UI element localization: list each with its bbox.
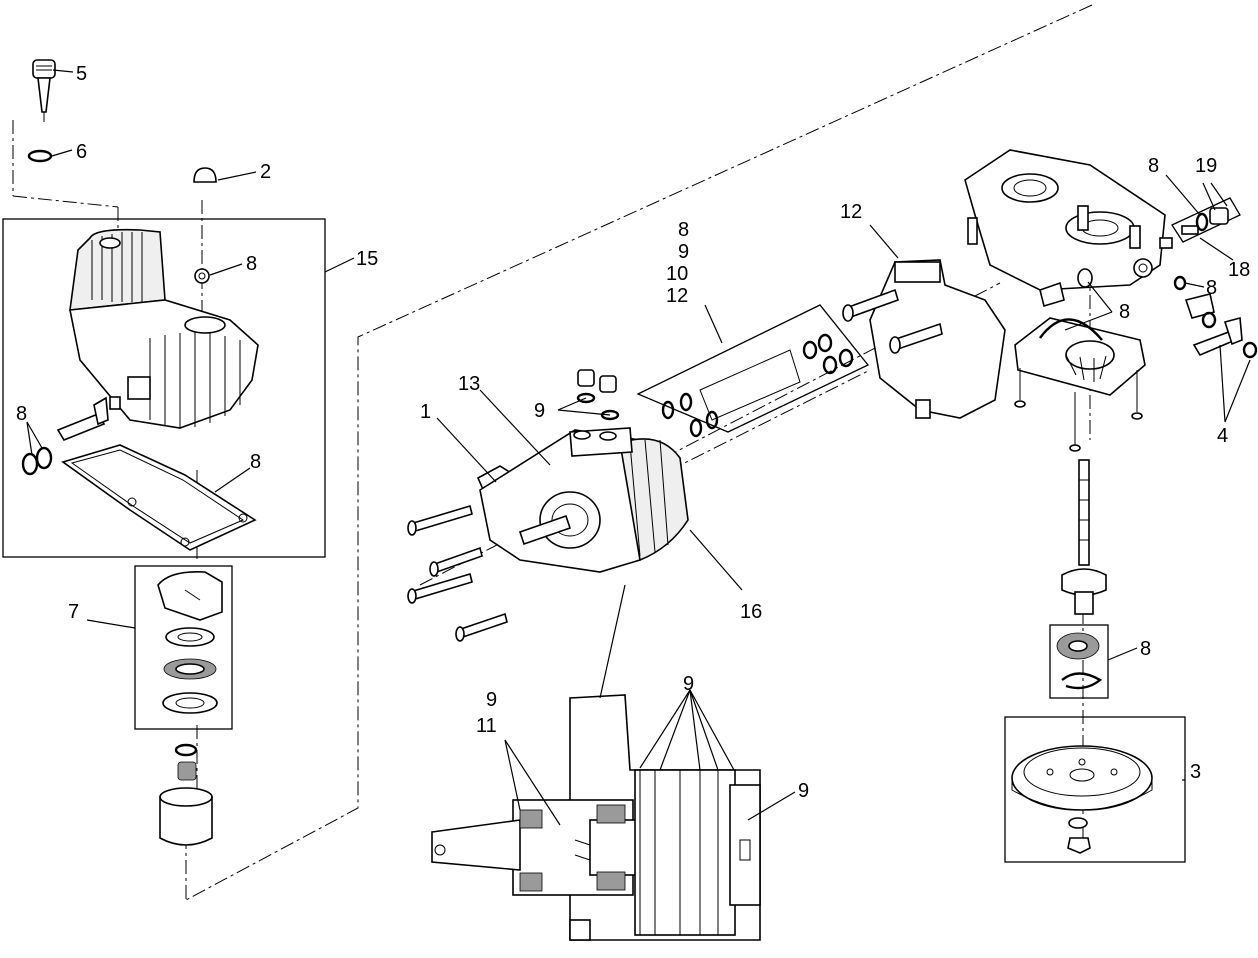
bearing-kit-part — [157, 570, 223, 714]
kit-box-3 — [1004, 716, 1186, 863]
housing-cover-part — [69, 228, 259, 429]
callout-label: 8 — [678, 219, 689, 241]
callout-label: 12 — [666, 285, 688, 307]
breather-vent-part — [32, 59, 56, 122]
callout-label: 10 — [666, 263, 688, 285]
center-section-part — [842, 259, 1006, 419]
o-ring-part — [27, 149, 53, 163]
seal-kit-part — [661, 333, 854, 438]
callout-label: 9 — [798, 780, 809, 802]
fitting-pair-part — [576, 369, 620, 421]
callout-label: 11 — [476, 715, 497, 737]
charge-pump-plate-part — [1014, 317, 1146, 452]
kit-box-7 — [134, 565, 233, 730]
callout-label: 2 — [260, 161, 271, 183]
gear-housing-part — [964, 149, 1166, 291]
output-shaft-part — [1061, 459, 1107, 615]
seal-pair-part — [21, 446, 53, 476]
callout-labels: 5 6 2 15 8 8 8 7 1 13 9 8 9 10 12 12 16 … — [16, 63, 1250, 802]
callout-label: 19 — [1195, 155, 1217, 177]
callout-label: 9 — [683, 673, 694, 695]
callout-label: 9 — [678, 241, 689, 263]
callout-label: 12 — [840, 201, 862, 223]
callout-label: 9 — [534, 400, 545, 422]
lever-arm-part — [1192, 316, 1258, 359]
kit-box-8 — [1049, 624, 1109, 699]
callout-label: 6 — [76, 141, 87, 163]
pump-body-part — [479, 427, 689, 573]
kit-box-15 — [2, 218, 326, 558]
pin-part — [967, 217, 1173, 308]
callout-label: 8 — [246, 253, 257, 275]
callout-label: 9 — [486, 689, 497, 711]
leader-lines — [26, 69, 1251, 826]
callout-label: 16 — [740, 601, 762, 623]
callout-label: 15 — [356, 248, 378, 270]
callout-label: 13 — [458, 373, 480, 395]
callout-label: 3 — [1190, 761, 1201, 783]
callout-label: 8 — [1140, 638, 1151, 660]
callout-label: 5 — [76, 63, 87, 85]
gasket-part — [61, 444, 257, 551]
kit-box-18 — [1171, 197, 1241, 243]
bearing-part — [1056, 632, 1103, 690]
cross-section-view — [431, 694, 761, 941]
callout-label: 8 — [1206, 277, 1217, 299]
callout-label: 8 — [1119, 301, 1130, 323]
callout-label: 8 — [250, 451, 261, 473]
hub-assembly-part — [159, 743, 213, 846]
callout-label: 8 — [1148, 155, 1159, 177]
relief-valve-part — [1181, 207, 1229, 235]
callout-label: 8 — [16, 403, 27, 425]
bolt-set-part — [407, 504, 508, 642]
callout-label: 1 — [420, 401, 431, 423]
pulley-part — [1011, 745, 1153, 854]
plug-cap-part — [193, 167, 217, 183]
callout-label: 7 — [68, 601, 79, 623]
callout-label: 4 — [1217, 425, 1228, 447]
callout-label: 18 — [1228, 259, 1250, 281]
control-shaft-part — [56, 396, 121, 441]
